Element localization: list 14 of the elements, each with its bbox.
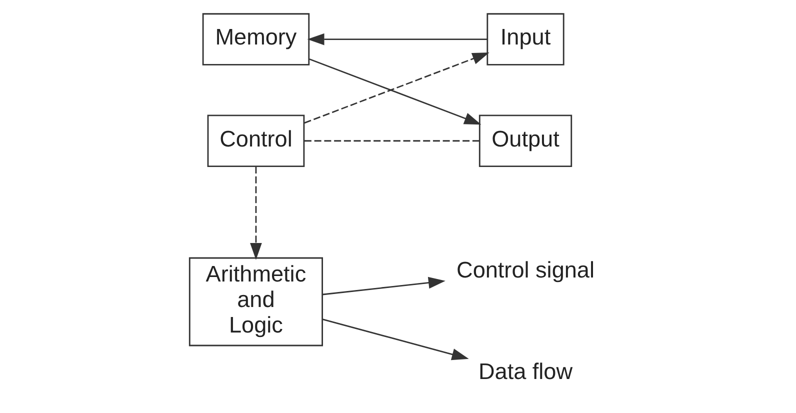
node-text: Control signal: [456, 257, 594, 282]
arrow: [250, 166, 262, 260]
arrow: [322, 318, 468, 360]
node-box: Arithmetic and Logic: [188, 257, 322, 346]
node-box: Input: [486, 13, 564, 66]
node-box: Control: [206, 114, 304, 167]
arrow: [308, 58, 481, 125]
connector: [304, 140, 479, 142]
arrow: [322, 276, 445, 296]
node-box: Output: [478, 114, 572, 167]
arrow: [306, 33, 487, 46]
node-text: Data flow: [478, 359, 572, 384]
arrow: [304, 52, 489, 124]
node-box: Memory: [202, 13, 310, 66]
